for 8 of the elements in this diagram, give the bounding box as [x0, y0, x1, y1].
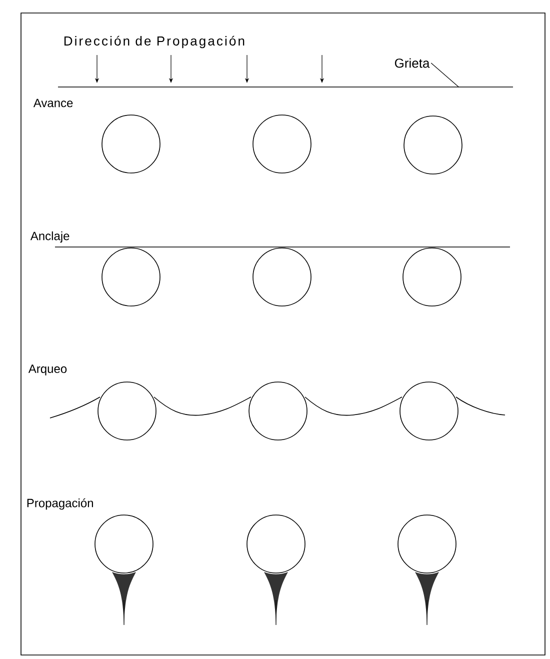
stage-label: Anclaje [30, 231, 70, 243]
stage-label: Avance [33, 98, 73, 108]
direction-label: Dirección de Propagación [64, 36, 244, 48]
leader-line [430, 62, 459, 88]
crack-line [58, 86, 513, 88]
stage-label: Arqueo [28, 364, 67, 376]
stage-label: Propagación [27, 498, 93, 510]
crack-label: Grieta [394, 58, 430, 68]
